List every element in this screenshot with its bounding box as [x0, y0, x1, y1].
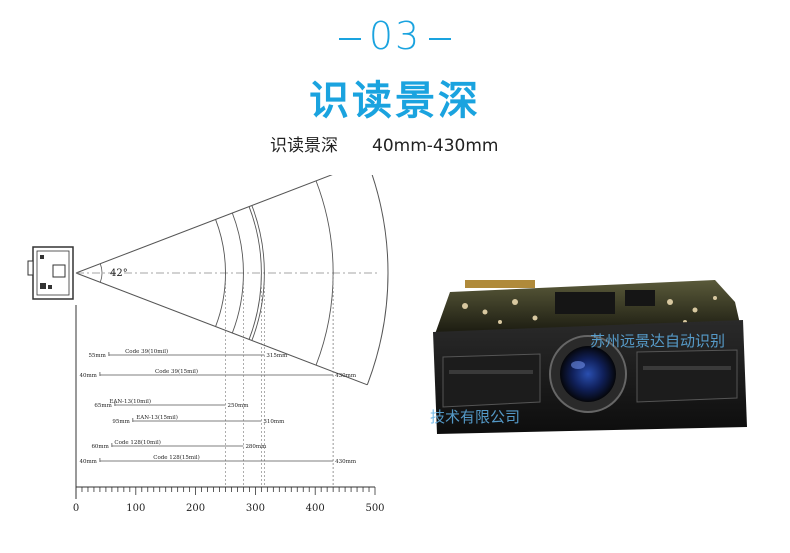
range-far-label: 315mm — [266, 353, 288, 359]
axis-tick-label: 300 — [246, 503, 265, 514]
range-code-label: Code 128(15mil) — [153, 454, 200, 461]
range-code-label: Code 128(10mil) — [114, 439, 161, 446]
depth-arc — [315, 180, 334, 366]
fov-outer-arc — [366, 175, 389, 385]
connector-icon — [465, 280, 535, 288]
pcb-components — [462, 296, 717, 324]
field-of-view-sector — [75, 175, 389, 386]
range-far-label: 430mm — [335, 459, 357, 465]
fov-edge-top — [75, 175, 333, 274]
angle-arc — [99, 263, 103, 283]
depth-arc — [231, 212, 244, 334]
axis-tick-label: 500 — [365, 503, 384, 514]
watermark-bottom: 技术有限公司 — [430, 408, 520, 426]
range-far-label: 310mm — [263, 419, 285, 425]
depth-of-field-diagram: 42° 55mm Code 39(10mil) 315mm 40mm Code 39(1… — [27, 175, 389, 514]
range-row: 55mm Code 39(10mil) 315mm — [88, 275, 288, 487]
spec-value: 40mm-430mm — [372, 136, 499, 156]
illumination-window-left — [442, 353, 541, 408]
watermark-top: 苏州远景达自动识别 — [590, 332, 725, 350]
scanner-device-icon — [27, 246, 74, 300]
range-near-label: 40mm — [79, 459, 97, 465]
chip-icon — [555, 292, 615, 314]
range-near-label: 55mm — [88, 353, 106, 359]
depth-arc — [251, 205, 265, 341]
axis-tick-label: 200 — [186, 503, 205, 514]
distance-axis: 0 100 200 300 400 500 — [73, 305, 385, 514]
angle-label: 42° — [110, 268, 128, 279]
range-near-label: 40mm — [79, 373, 97, 379]
scanner-module-photo: 苏州远景达自动识别 技术有限公司 — [430, 280, 747, 434]
spec-label: 识读景深 — [270, 136, 338, 156]
range-code-label: EAN-13(15mil) — [136, 414, 178, 421]
range-near-label: 65mm — [94, 403, 112, 409]
illumination-window-right — [636, 349, 738, 403]
range-row: 40mm Code 39(15mil) 430mm — [79, 275, 357, 487]
range-near-label: 60mm — [91, 444, 109, 450]
range-code-label: Code 39(10mil) — [125, 348, 168, 355]
range-code-label: EAN-13(10mil) — [109, 398, 151, 405]
section-number-text: 03 — [368, 14, 422, 58]
range-far-label: 280mm — [245, 444, 267, 450]
range-far-label: 250mm — [228, 403, 250, 409]
range-row: 60mm Code 128(10mil) 280mm — [91, 275, 267, 487]
range-row: 95mm EAN-13(15mil) 310mm — [112, 275, 285, 487]
range-rows: 55mm Code 39(10mil) 315mm 40mm Code 39(15mil… — [79, 275, 357, 487]
fov-edge-bottom — [75, 272, 368, 386]
section-number: 03 — [0, 14, 790, 58]
chip-icon — [625, 290, 655, 306]
number-dash-right — [429, 37, 452, 40]
range-code-label: Code 39(15mil) — [155, 368, 198, 375]
range-far-label: 430mm — [335, 373, 357, 379]
range-near-label: 95mm — [112, 419, 130, 425]
number-dash-left — [338, 37, 361, 40]
spec-line: 识读景深 40mm-430mm — [270, 131, 498, 156]
depth-arc — [215, 219, 226, 327]
axis-tick-label: 0 — [73, 503, 79, 514]
depth-arc — [248, 206, 262, 340]
section-title: 识读景深 — [309, 78, 481, 124]
axis-tick-label: 400 — [306, 503, 325, 514]
axis-tick-label: 100 — [126, 503, 145, 514]
lens-icon — [560, 346, 616, 402]
